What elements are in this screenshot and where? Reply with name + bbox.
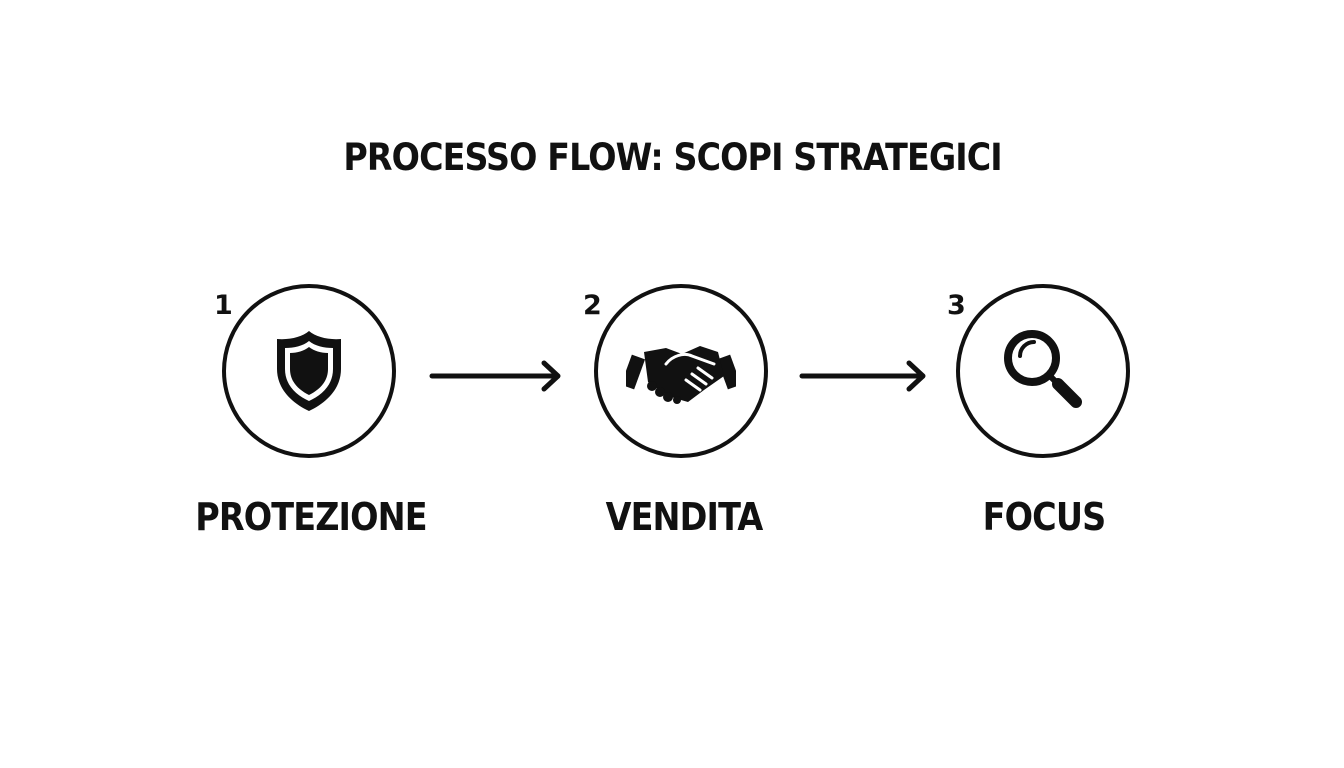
step-circle (956, 284, 1130, 458)
arrow-right-icon (798, 360, 934, 392)
step-label: VENDITA (605, 495, 764, 539)
arrow-right-icon (428, 360, 564, 392)
step-circle (222, 284, 396, 458)
step-circle (594, 284, 768, 458)
handshake-icon (626, 338, 736, 404)
step-number: 3 (947, 290, 966, 321)
magnifying-glass-icon (1000, 328, 1086, 414)
step-number: 2 (583, 290, 602, 321)
shield-icon (274, 329, 344, 413)
diagram-title: PROCESSO FLOW: SCOPI STRATEGICI (343, 136, 1002, 179)
step-number: 1 (214, 290, 233, 321)
step-label: PROTEZIONE (195, 495, 427, 539)
step-label: FOCUS (982, 495, 1107, 539)
